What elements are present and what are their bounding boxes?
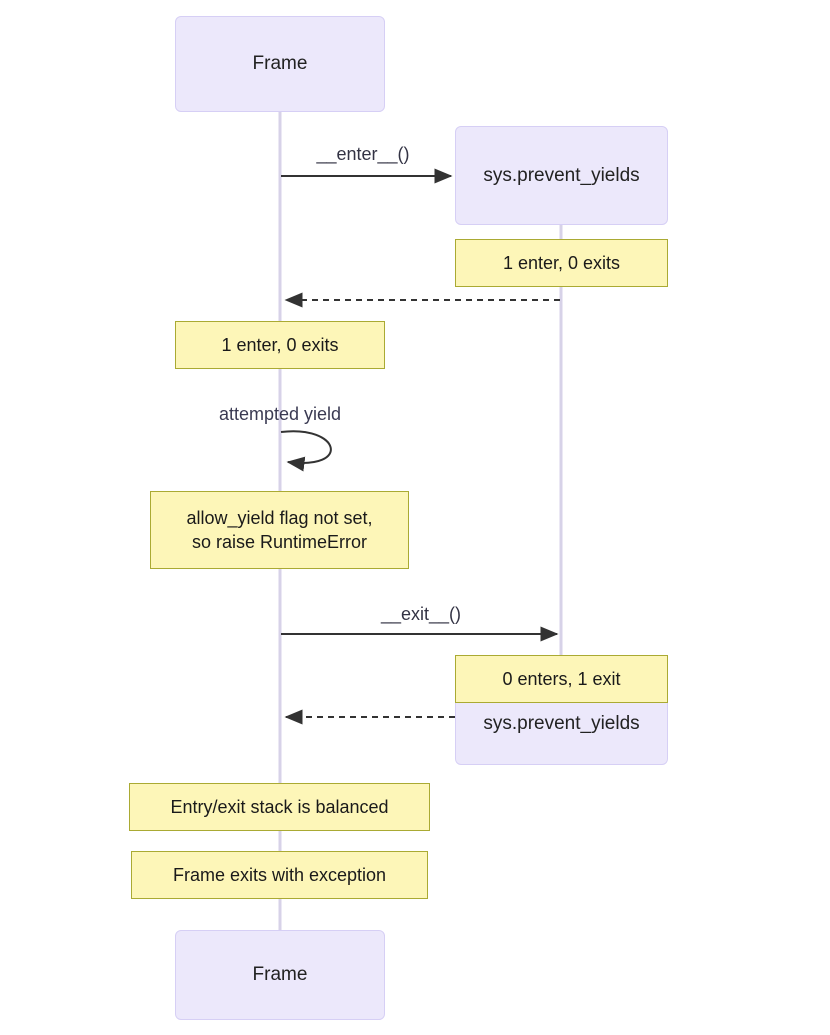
note-text: allow_yield flag not set, so raise Runti… — [186, 507, 373, 552]
note-text: 1 enter, 0 exits — [221, 334, 339, 355]
note-text: Frame exits with exception — [172, 864, 387, 885]
note-enter-count-right: 1 enter, 0 exits — [455, 239, 668, 287]
note-enter-count-left: 1 enter, 0 exits — [175, 321, 385, 369]
note-text: Entry/exit stack is balanced — [170, 796, 389, 817]
participant-box-prevent-yields-top[interactable]: sys.prevent_yields — [455, 126, 668, 225]
note-runtime-error: allow_yield flag not set, so raise Runti… — [150, 491, 409, 569]
participant-label-frame-top: Frame — [252, 53, 308, 75]
note-text: 1 enter, 0 exits — [502, 252, 621, 273]
note-exit-count-right: 0 enters, 1 exit — [455, 655, 668, 703]
participant-box-frame-bottom[interactable]: Frame — [175, 930, 385, 1020]
message-label-exit-call: __exit__() — [380, 604, 462, 624]
note-text: 0 enters, 1 exit — [502, 668, 621, 689]
participant-box-frame-top[interactable]: Frame — [175, 16, 385, 112]
note-stack-balanced: Entry/exit stack is balanced — [129, 783, 430, 831]
participant-label-prevent-yields-top: sys.prevent_yields — [483, 164, 640, 186]
note-frame-exits-exception: Frame exits with exception — [131, 851, 428, 899]
participant-label-prevent-yields-bottom: sys.prevent_yields — [483, 713, 640, 734]
message-arrow-attempted-yield — [280, 430, 332, 472]
message-label-enter-call: __enter__() — [316, 144, 410, 164]
message-label-attempted-yield: attempted yield — [218, 404, 342, 424]
participant-label-frame-bottom: Frame — [252, 964, 308, 986]
